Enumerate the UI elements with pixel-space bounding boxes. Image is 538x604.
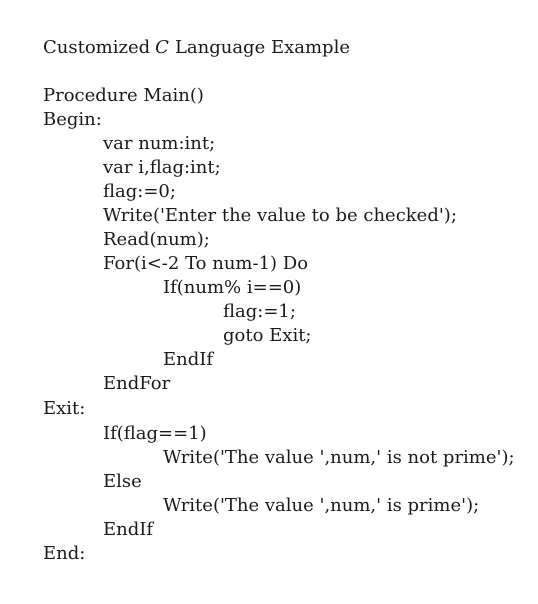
code-line-else: Else (103, 471, 142, 492)
code-line-for: For(i<-2 To num-1) Do (103, 253, 309, 274)
code-line-end-label: End: (43, 543, 86, 564)
code-line: goto Exit; (223, 325, 312, 346)
code-line-procedure: Procedure Main() (43, 85, 204, 106)
code-line-endfor: EndFor (103, 373, 171, 394)
code-line-if: If(flag==1) (103, 423, 207, 444)
code-line: Write('The value ',num,' is prime'); (163, 495, 480, 516)
code-line: Write('Enter the value to be checked'); (103, 205, 457, 226)
code-line-if: If(num% i==0) (163, 277, 302, 298)
title-prefix: Customized (43, 37, 151, 58)
code-line-begin: Begin: (43, 109, 102, 130)
code-line: Write('The value ',num,' is not prime'); (163, 447, 515, 468)
title-language-letter: C (155, 37, 169, 58)
code-line: var i,flag:int; (103, 157, 221, 178)
code-line-endif: EndIf (103, 519, 154, 540)
code-line-exit-label: Exit: (43, 398, 86, 419)
title-suffix: Language Example (174, 37, 350, 58)
code-line: Read(num); (103, 229, 210, 250)
code-line: flag:=0; (103, 181, 176, 202)
code-line: flag:=1; (223, 301, 296, 322)
code-line: var num:int; (103, 133, 216, 154)
code-line-endif: EndIf (163, 349, 214, 370)
